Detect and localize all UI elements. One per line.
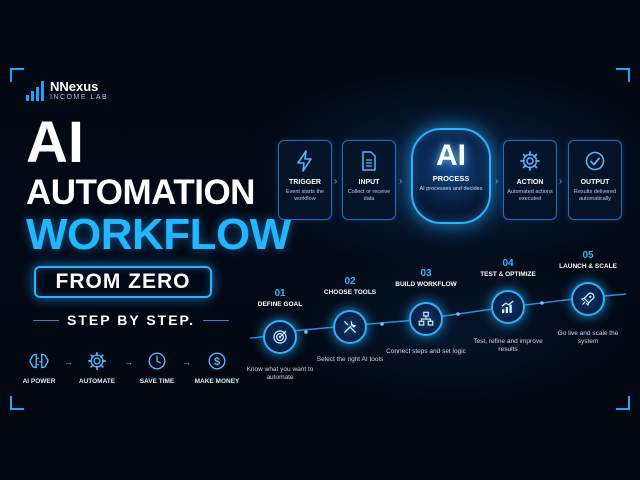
step-node-test-optimize	[491, 290, 525, 324]
step-desc: Go live and scale the system	[557, 330, 619, 345]
workflow-card-desc: AI processes and decides	[419, 186, 483, 192]
arrow-right-icon: →	[124, 357, 133, 367]
workflow-trigger-card: TRIGGER Event starts the workflow	[278, 140, 332, 220]
roadmap-steps: 01 DEFINE GOAL Know what you want to aut…	[246, 246, 630, 381]
benefit-label: AUTOMATE	[78, 378, 116, 385]
benefit-label: AI POWER	[22, 378, 56, 385]
workflow-card-desc: Collect or receive data	[347, 189, 391, 202]
workflow-ai-process-card: AI PROCESS AI processes and decides	[411, 128, 491, 224]
step-title: LAUNCH & SCALE	[559, 263, 617, 270]
step-build-workflow-desc-wrap: Connect steps and set logic	[386, 348, 466, 356]
arrow-right-icon: →	[64, 357, 73, 367]
step-title: TEST & OPTIMIZE	[480, 271, 536, 278]
step-number: 01	[274, 288, 286, 299]
ai-process-glyph: AI	[436, 139, 466, 172]
step-choose-tools-desc-wrap: Select the right AI tools	[310, 356, 390, 364]
svg-text:$: $	[214, 356, 220, 368]
workflow-card-desc: Event starts the workflow	[285, 189, 325, 202]
workflow-card-title: ACTION	[516, 179, 544, 186]
clock-icon	[148, 352, 166, 370]
step-number: 04	[502, 258, 514, 269]
benefit-ai-power: AI POWER	[14, 350, 64, 385]
workflow-card-title: INPUT	[358, 179, 380, 186]
benefit-label: MAKE MONEY	[194, 378, 240, 385]
step-desc: Select the right AI tools	[316, 356, 384, 363]
step-title: BUILD WORKFLOW	[395, 281, 457, 288]
workflow-card-desc: Results delivered automatically	[573, 189, 617, 202]
arrow-right-icon: →	[182, 357, 191, 367]
divider-right	[202, 319, 229, 321]
workflow-card-desc: Automated actions executed	[507, 189, 553, 202]
workflow-card-title: TRIGGER	[289, 179, 321, 186]
step-test-optimize-header: 04 TEST & OPTIMIZE	[468, 258, 548, 278]
title-line-workflow: WORKFLOW	[26, 210, 291, 259]
step-node-choose-tools	[333, 310, 367, 344]
gear-icon	[520, 151, 540, 171]
step-define-goal-header: 01 DEFINE GOAL	[240, 288, 320, 308]
lightning-icon	[297, 150, 312, 172]
corner-bracket-top-left	[10, 68, 24, 82]
step-choose-tools-header: 02 CHOOSE TOOLS	[310, 276, 390, 296]
arrow-right-icon: ›	[559, 176, 563, 187]
step-desc: Test, refine and improve results	[473, 338, 543, 353]
step-build-workflow-header: 03 BUILD WORKFLOW	[386, 268, 466, 288]
corner-bracket-bottom-left	[10, 396, 24, 410]
rocket-icon	[580, 292, 595, 307]
benefit-save-time: SAVE TIME	[132, 350, 182, 385]
brain-chip-icon	[29, 353, 49, 369]
growth-chart-icon	[501, 300, 514, 313]
benefit-label: SAVE TIME	[139, 378, 175, 385]
step-node-launch-scale	[571, 282, 605, 316]
workflow-card-title: PROCESS	[432, 174, 470, 183]
dollar-coin-icon: $	[208, 352, 226, 370]
step-number: 03	[420, 268, 432, 279]
workflow-output-card: OUTPUT Results delivered automatically	[568, 140, 622, 220]
step-number: 02	[344, 276, 356, 287]
step-launch-scale-desc-wrap: Go live and scale the system	[548, 330, 628, 346]
step-test-optimize-desc-wrap: Test, refine and improve results	[468, 338, 548, 354]
step-node-define-goal	[263, 320, 297, 354]
arrow-right-icon: ›	[399, 176, 403, 187]
corner-bracket-top-right	[616, 68, 630, 82]
gear-icon	[87, 351, 107, 371]
step-title: CHOOSE TOOLS	[323, 289, 377, 296]
benefit-make-money: $ MAKE MONEY	[192, 350, 242, 385]
step-desc: Know what you want to automate	[246, 366, 314, 381]
benefit-automate: AUTOMATE	[72, 350, 122, 385]
target-icon	[273, 330, 287, 344]
subtitle-row: STEP BY STEP.	[18, 310, 244, 330]
arrow-right-icon: ›	[334, 176, 338, 187]
arrow-right-icon: ›	[495, 176, 499, 187]
brand-name: NNexus	[50, 79, 99, 94]
title-line-ai: AI	[26, 110, 84, 175]
divider-left	[33, 319, 60, 321]
step-launch-scale-header: 05 LAUNCH & SCALE	[548, 250, 628, 270]
brand-logo: NNexus INCOME LAB	[26, 80, 108, 102]
step-node-build-workflow	[409, 302, 443, 336]
corner-bracket-bottom-right	[616, 396, 630, 410]
workflow-input-card: INPUT Collect or receive data	[342, 140, 396, 220]
check-circle-icon	[585, 151, 605, 171]
title-line-automation: AUTOMATION	[26, 173, 255, 212]
step-desc: Connect steps and set logic	[386, 348, 466, 355]
step-number: 05	[582, 250, 594, 261]
workflow-card-title: OUTPUT	[580, 179, 610, 186]
from-zero-badge: FROM ZERO	[34, 266, 212, 298]
document-icon	[362, 151, 376, 171]
subtitle-step-by-step: STEP BY STEP.	[67, 312, 195, 328]
step-title: DEFINE GOAL	[257, 301, 303, 308]
bar-chart-logo-icon	[26, 81, 44, 101]
workflow-action-card: ACTION Automated actions executed	[503, 140, 557, 220]
step-define-goal-desc-wrap: Know what you want to automate	[240, 366, 320, 382]
flowchart-icon	[418, 311, 434, 326]
brand-tagline: INCOME LAB	[50, 94, 109, 101]
benefits-row: AI POWER → AUTOMATE → SAVE TIME → $	[14, 350, 244, 398]
tools-icon	[344, 321, 356, 333]
